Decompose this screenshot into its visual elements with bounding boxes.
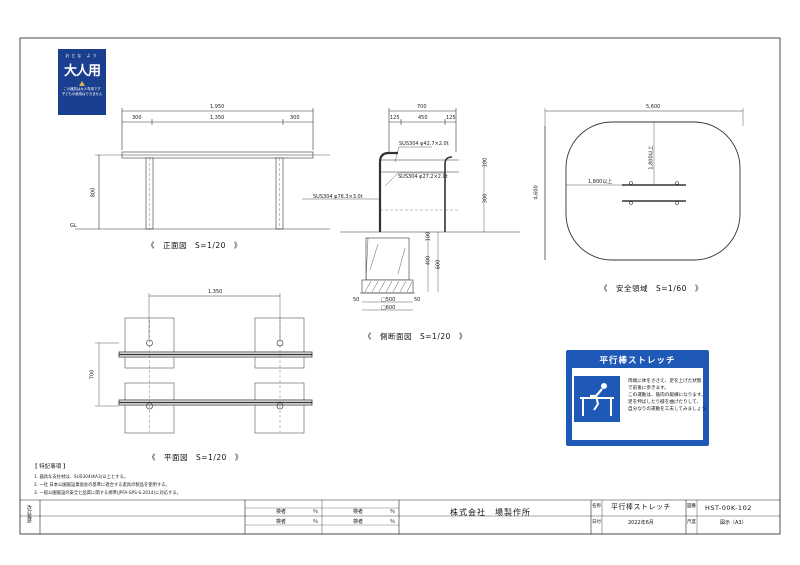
- pipe-label-1: SUS304 φ42.7×2.0t: [399, 141, 449, 147]
- badge-ruby: おとな よう: [65, 53, 99, 58]
- front-view-drawing: [75, 108, 330, 230]
- product-name: 平行棒ストレッチ: [611, 503, 671, 511]
- safety-zone-caption: 《 安全領域 S=1/60 》: [600, 284, 703, 293]
- front-dim-height: 800: [90, 187, 97, 198]
- scale-label: 尺度: [687, 520, 696, 525]
- side-dim-square-600: □600: [381, 305, 396, 311]
- title-block-grid: [20, 499, 780, 534]
- check-label-1: 検者: [276, 509, 287, 515]
- sign-line-4: 足を伸ばしたり膝を曲げたりして、: [628, 400, 702, 405]
- safety-dim-width: 5,600: [646, 104, 661, 110]
- check-mark-2: ％: [313, 519, 319, 525]
- warning-icon: [79, 81, 85, 86]
- plan-view-caption: 《 平面図 S=1/20 》: [148, 453, 243, 462]
- note-1: 1. 器具な支柱材は、SUS304(KA3)以上とする。: [34, 475, 129, 480]
- revision-history-label: 改訂履歴: [26, 505, 32, 523]
- side-dim-base-left: 50: [353, 297, 360, 303]
- badge-line1: この器具は大人専用です: [63, 87, 101, 91]
- check-label-2: 検者: [276, 519, 287, 525]
- check-mark-1: ％: [313, 509, 319, 515]
- drawing-date: 2022年6月: [628, 520, 654, 526]
- front-dim-total: 1,950: [210, 104, 225, 110]
- side-dim-a: 125: [390, 115, 400, 121]
- safety-dim-vertical: 1,800以上: [648, 145, 655, 170]
- drawing-number: HST-00K-102: [705, 504, 752, 512]
- sign-line-3: この運動は、筋肉の鍛練になります。: [628, 393, 706, 398]
- sign-line-1: 両端に体をささえ、足を上げた状態: [628, 379, 702, 384]
- sign-line-2: で前後に歩きます。: [628, 386, 669, 391]
- side-view-drawing: [302, 108, 520, 311]
- side-dim-h3: 100: [425, 231, 432, 242]
- front-dim-right: 300: [290, 115, 300, 121]
- check-label-3: 検者: [353, 509, 364, 515]
- side-dim-c: 125: [446, 115, 456, 121]
- safety-zone-drawing: [544, 108, 744, 261]
- plan-view-drawing: [95, 293, 313, 434]
- sign-line-5: 自分なりの運動を工夫してみましょう。: [628, 407, 711, 412]
- side-dim-base-right: 50: [414, 297, 421, 303]
- plan-dim-width: 1,350: [208, 289, 223, 295]
- pipe-label-3: SUS304 φ76.3×3.0t: [313, 194, 363, 200]
- stretch-pictogram-icon: [574, 376, 620, 422]
- company-name: 株式会社 場製作所: [450, 508, 531, 517]
- drawing-scale: 図示（A3）: [720, 520, 747, 526]
- check-mark-3: ％: [390, 509, 396, 515]
- side-dim-b: 450: [418, 115, 428, 121]
- note-2: 2. 一社 日本公園施設業協会の基準に適合する遊具の製品を使用する。: [34, 483, 170, 488]
- check-mark-4: ％: [390, 519, 396, 525]
- name-label: 名称: [592, 504, 601, 509]
- pipe-label-2: SUS304 φ27.2×2.0t: [398, 174, 448, 180]
- sign-title: 平行棒ストレッチ: [599, 356, 676, 366]
- front-dim-middle: 1,350: [210, 115, 225, 121]
- side-dim-square-500: □500: [381, 297, 396, 303]
- side-view-caption: 《 側断面図 S=1/20 》: [364, 332, 467, 341]
- front-view-caption: 《 正面図 S=1/20 》: [147, 241, 242, 250]
- safety-dim-height: 4,600: [533, 185, 540, 200]
- badge-line2: 子どもの使用はできません: [61, 92, 103, 97]
- badge-title: 大人用: [63, 64, 101, 79]
- plan-dim-depth: 700: [89, 369, 96, 380]
- adult-use-badge: おとな よう 大人用 この器具は大人専用です 子どもの使用はできません: [58, 49, 106, 115]
- side-dim-h2: 300: [482, 193, 489, 204]
- side-dim-h1: 100: [482, 157, 489, 168]
- notes-heading: 【 特記事項 】: [32, 464, 69, 470]
- side-dim-total: 700: [417, 104, 427, 110]
- drawing-number-label: 図番: [687, 504, 696, 509]
- ground-level-label: GL: [70, 223, 77, 229]
- side-dim-h4: 400: [425, 255, 432, 266]
- front-dim-left: 300: [132, 115, 142, 121]
- date-label: 日付: [592, 520, 601, 525]
- note-3: 3. 一般公園施設の安全と品質に関する規準(JPFA-SPS-S:2014)に対…: [34, 491, 181, 496]
- check-label-4: 検者: [353, 519, 364, 525]
- safety-dim-horizontal: 1,800以上: [588, 179, 613, 185]
- side-dim-h5: 600: [435, 259, 442, 270]
